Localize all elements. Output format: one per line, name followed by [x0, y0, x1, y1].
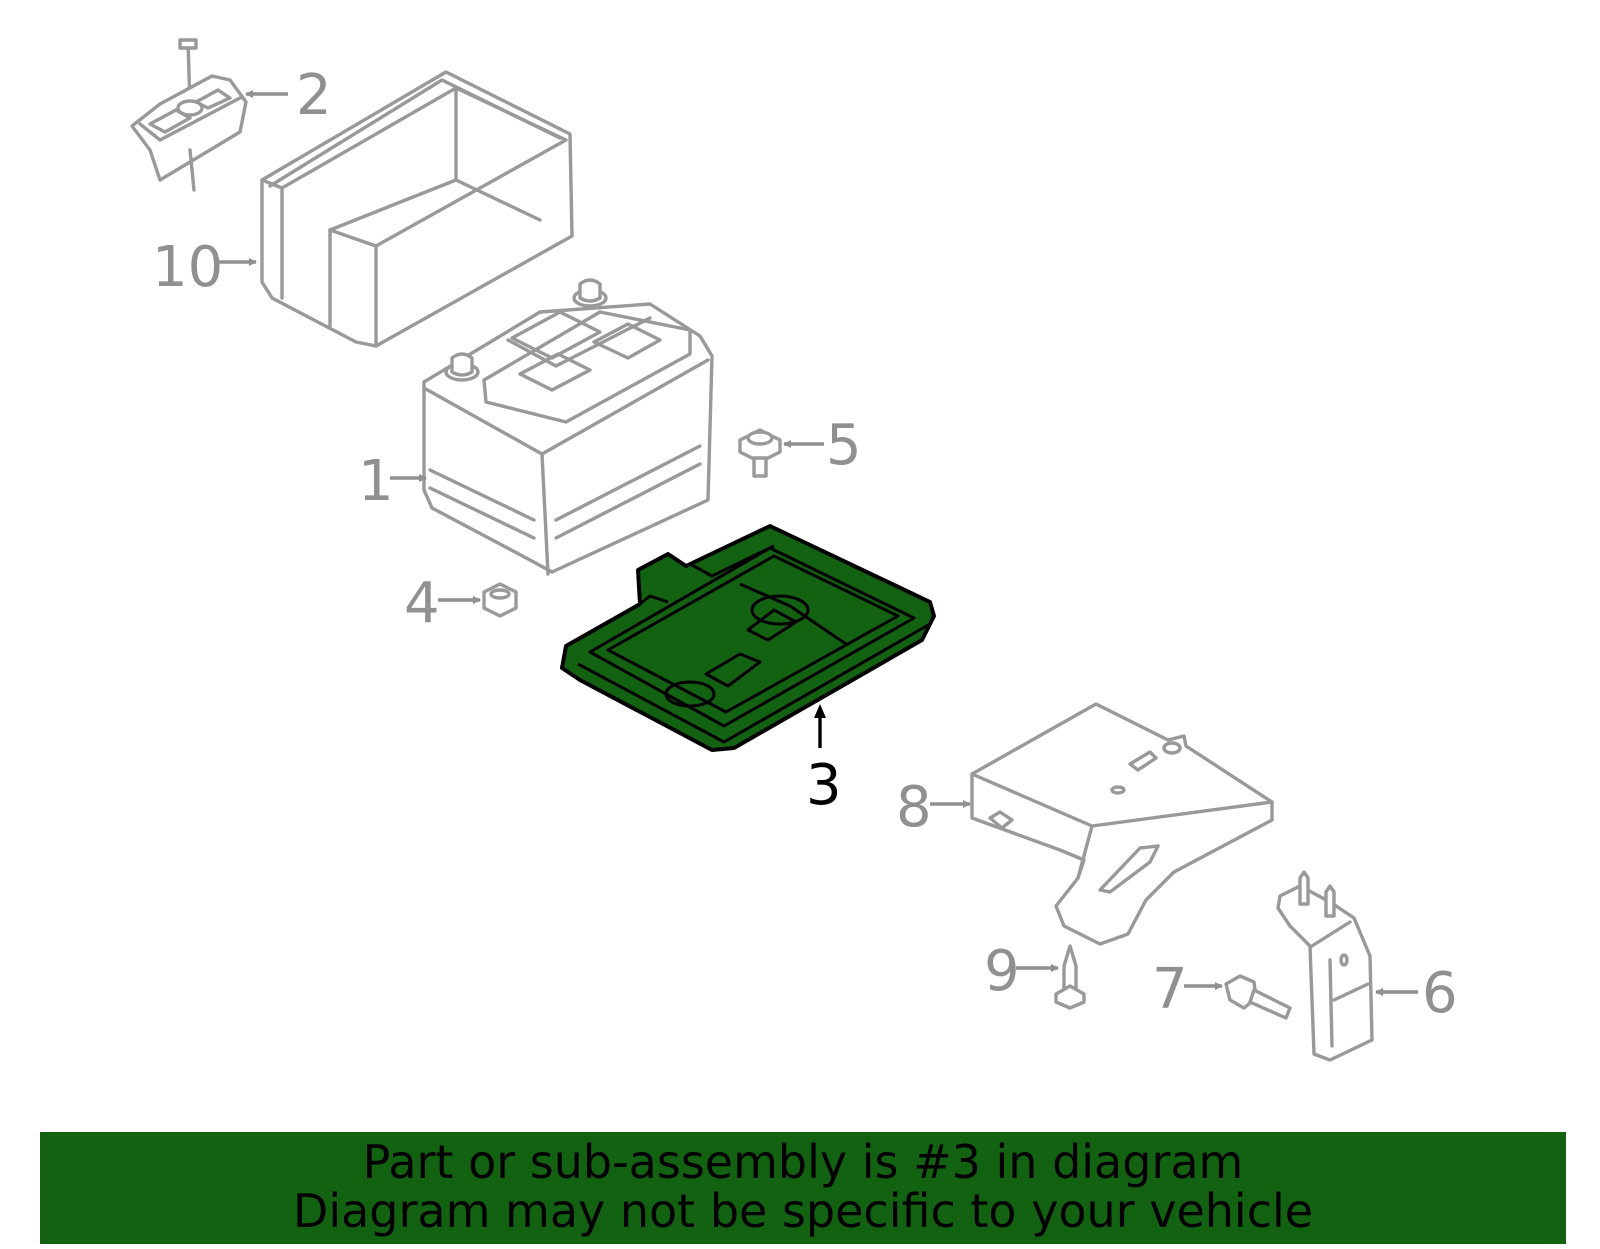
part-1-battery [422, 278, 714, 576]
callout-3: 3 [806, 753, 842, 818]
arrowhead-3 [814, 704, 826, 718]
part-5-bolt [738, 428, 782, 478]
callout-8: 8 [896, 775, 932, 840]
callout-7: 7 [1152, 957, 1188, 1022]
callout-5: 5 [826, 413, 862, 478]
callout-9: 9 [984, 939, 1020, 1004]
info-banner: Part or sub-assembly is #3 in diagram Di… [40, 1132, 1566, 1244]
part-3-battery-tray [560, 524, 936, 752]
part-8-bracket [970, 702, 1274, 946]
part-9-screw [1054, 944, 1086, 1010]
banner-line-1: Part or sub-assembly is #3 in diagram [362, 1135, 1244, 1189]
banner-line-2: Diagram may not be specific to your vehi… [292, 1184, 1314, 1238]
part-4-nut [482, 582, 518, 618]
callout-1: 1 [358, 449, 394, 514]
callout-4: 4 [404, 571, 440, 636]
part-6-support-bracket [1276, 870, 1374, 1062]
part-2-hold-down-clamp [130, 38, 248, 192]
part-10-insulator-box [260, 70, 574, 348]
callout-2: 2 [296, 63, 332, 128]
part-7-bolt [1224, 974, 1292, 1020]
callout-6: 6 [1422, 961, 1458, 1026]
callout-10: 10 [152, 235, 223, 300]
